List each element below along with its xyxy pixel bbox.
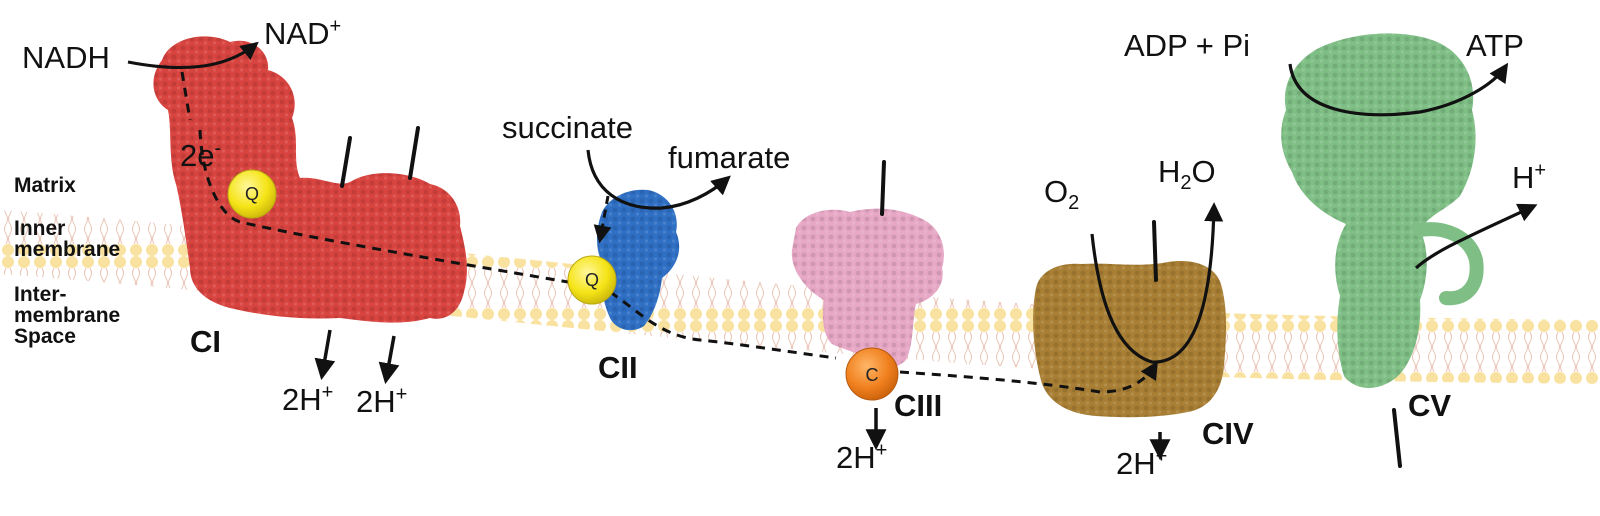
proton-out-label-1: 2H+: [282, 381, 334, 417]
inner-membrane-label: Inner membrane: [14, 218, 120, 260]
adp-pi-label: ADP + Pi: [1124, 28, 1251, 63]
intermembrane-line-1: Inter-: [14, 283, 67, 306]
atp-arrow: [1288, 62, 1509, 117]
ubiquinone-carrier-2: Q: [567, 255, 617, 305]
inner-membrane-line-2: membrane: [14, 238, 121, 261]
oxygen-arrow: [1090, 202, 1224, 364]
complex-ii-protein: [597, 189, 680, 331]
succinate-electron-path: [593, 195, 612, 244]
complex-v-label: CV: [1408, 388, 1452, 423]
proton-out-label-2: 2H+: [356, 383, 408, 419]
proton-pump-arrows: [314, 329, 1171, 461]
proton-in-arrow: [1414, 203, 1538, 270]
electron-label: 2e-: [180, 137, 222, 173]
succinate-label: succinate: [502, 110, 633, 145]
inner-membrane-line-1: Inner: [14, 217, 66, 240]
cytochrome-c-carrier: C: [845, 347, 899, 401]
succinate-arrow: [586, 149, 731, 210]
oxygen-label: O2: [1044, 174, 1080, 215]
nadh-arrow: [127, 41, 259, 70]
tick-marks: [340, 126, 1402, 468]
intermembrane-space-label: Inter- membrane Space: [14, 284, 120, 347]
ubiquinone-carrier: Q: [227, 169, 277, 219]
matrix-label: Matrix: [14, 174, 76, 197]
complex-iii-protein: [791, 208, 944, 369]
water-label: H2O: [1158, 154, 1216, 195]
ubiquinone-label: Q: [245, 184, 259, 204]
complex-i-protein: [153, 36, 467, 323]
fumarate-label: fumarate: [668, 140, 791, 175]
proton-in-label: H+: [1512, 159, 1547, 195]
complex-ii-label: CII: [598, 350, 638, 385]
complex-iii-label: CIII: [894, 388, 943, 423]
complex-iv-protein: [1033, 261, 1226, 418]
intermembrane-line-3: Space: [14, 325, 76, 348]
proton-out-label-4: 2H+: [1116, 445, 1168, 481]
complex-v-protein: [1281, 33, 1484, 389]
cytochrome-c-label: C: [866, 365, 879, 385]
complex-i-label: CI: [190, 324, 221, 359]
intermembrane-line-2: membrane: [14, 304, 121, 327]
atp-label: ATP: [1466, 28, 1524, 63]
ubiquinone-label-2: Q: [585, 270, 599, 290]
complex-iv-label: CIV: [1202, 416, 1254, 451]
nad-label: NAD+: [264, 15, 342, 51]
nadh-label: NADH: [22, 40, 110, 75]
electron-path: [180, 71, 1156, 394]
proton-out-label-3: 2H+: [836, 439, 888, 475]
